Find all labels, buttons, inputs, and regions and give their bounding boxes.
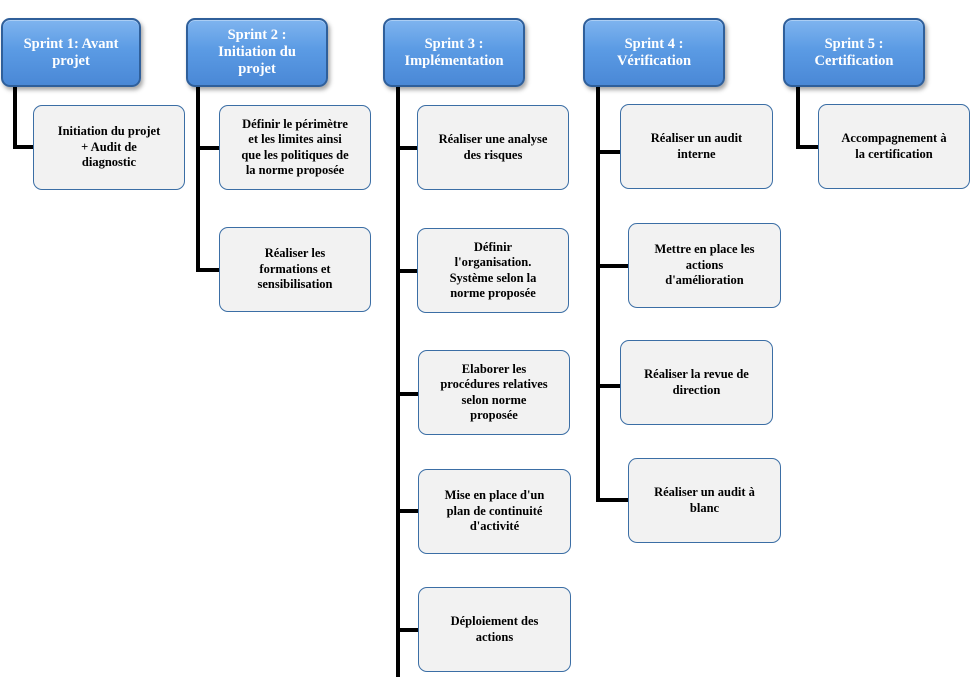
sprint-3-task: Déploiement des actions — [418, 587, 571, 672]
sprint-1-task-1-connector — [13, 145, 35, 149]
sprint-3-task: Réaliser une analyse des risques — [417, 105, 569, 190]
sprint-2-task: Définir le périmètre et les limites ains… — [219, 105, 371, 190]
sprint-5-header: Sprint 5 : Certification — [783, 18, 925, 87]
sprint-1-header: Sprint 1: Avant projet — [1, 18, 141, 87]
sprint-4-task-4-connector — [596, 498, 630, 502]
sprint-4-task: Réaliser la revue de direction — [620, 340, 773, 425]
sprint-3-task: Elaborer les procédures relatives selon … — [418, 350, 570, 435]
sprint-4-task: Réaliser un audit interne — [620, 104, 773, 189]
sprint-3-task-4-connector — [396, 509, 420, 513]
sprint-3-task-3-connector — [396, 392, 420, 396]
sprint-3-header: Sprint 3 : Implémentation — [383, 18, 525, 87]
sprint-1-task: Initiation du projet + Audit de diagnost… — [33, 105, 185, 190]
sprint-2-task-2-connector — [196, 268, 221, 272]
sprint-2-connector — [196, 86, 200, 272]
sprint-3-task: Mise en place d'un plan de continuité d'… — [418, 469, 571, 554]
sprint-3-task: Définir l'organisation. Système selon la… — [417, 228, 569, 313]
sprint-2-header: Sprint 2 : Initiation du projet — [186, 18, 328, 87]
sprint-2-task: Réaliser les formations et sensibilisati… — [219, 227, 371, 312]
sprint-4-task-3-connector — [596, 384, 623, 388]
sprint-4-task: Mettre en place les actions d'améliorati… — [628, 223, 781, 308]
sprint-4-task-2-connector — [596, 264, 630, 268]
sprint-1-connector — [13, 86, 17, 148]
sprint-3-connector — [396, 86, 400, 677]
sprint-4-task-1-connector — [596, 150, 623, 154]
sprint-3-task-2-connector — [396, 269, 419, 273]
sprint-3-task-1-connector — [396, 146, 419, 150]
sprint-2-task-1-connector — [196, 146, 221, 150]
sprint-5-connector — [796, 86, 800, 148]
sprint-3-task-5-connector — [396, 628, 420, 632]
sprint-5-task-1-connector — [796, 145, 820, 149]
sprint-4-header: Sprint 4 : Vérification — [583, 18, 725, 87]
sprint-4-task: Réaliser un audit à blanc — [628, 458, 781, 543]
sprint-4-connector — [596, 86, 600, 502]
sprint-5-task: Accompagnement à la certification — [818, 104, 970, 189]
